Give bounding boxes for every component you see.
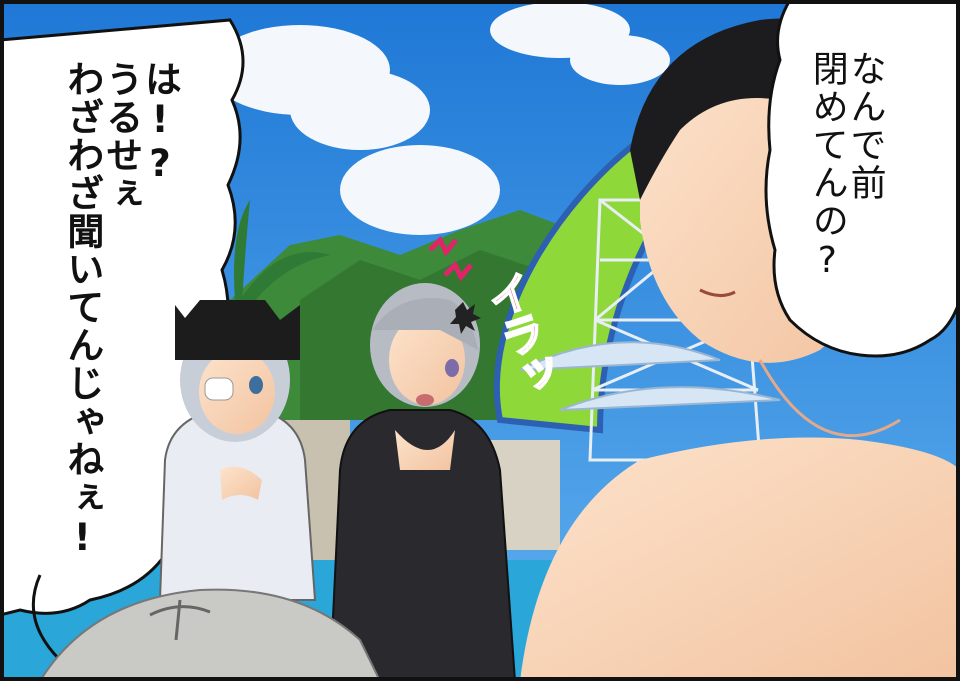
foreground-head [38,588,382,681]
girl-white-hoodie [158,300,317,601]
speech-line: は!? [138,60,182,186]
speech-line: わざわざ聞いてんじゃねぇ! [60,60,104,560]
speech-line: なんで前 [844,50,886,202]
speech-text-right: なんで前 閉めてんの? [806,50,886,283]
squiggle-marks [428,235,473,282]
speech-line: 閉めてんの? [806,50,848,283]
speech-bubble-right [764,0,960,358]
anger-mark-icon [450,302,481,334]
clouds [210,2,670,235]
speech-text-left: は!? うるせぇ わざわざ聞いてんじゃねぇ! [60,60,182,560]
speech-line: うるせぇ [99,60,143,212]
umbrella [519,341,721,371]
girl-black-hoodie [328,283,517,681]
